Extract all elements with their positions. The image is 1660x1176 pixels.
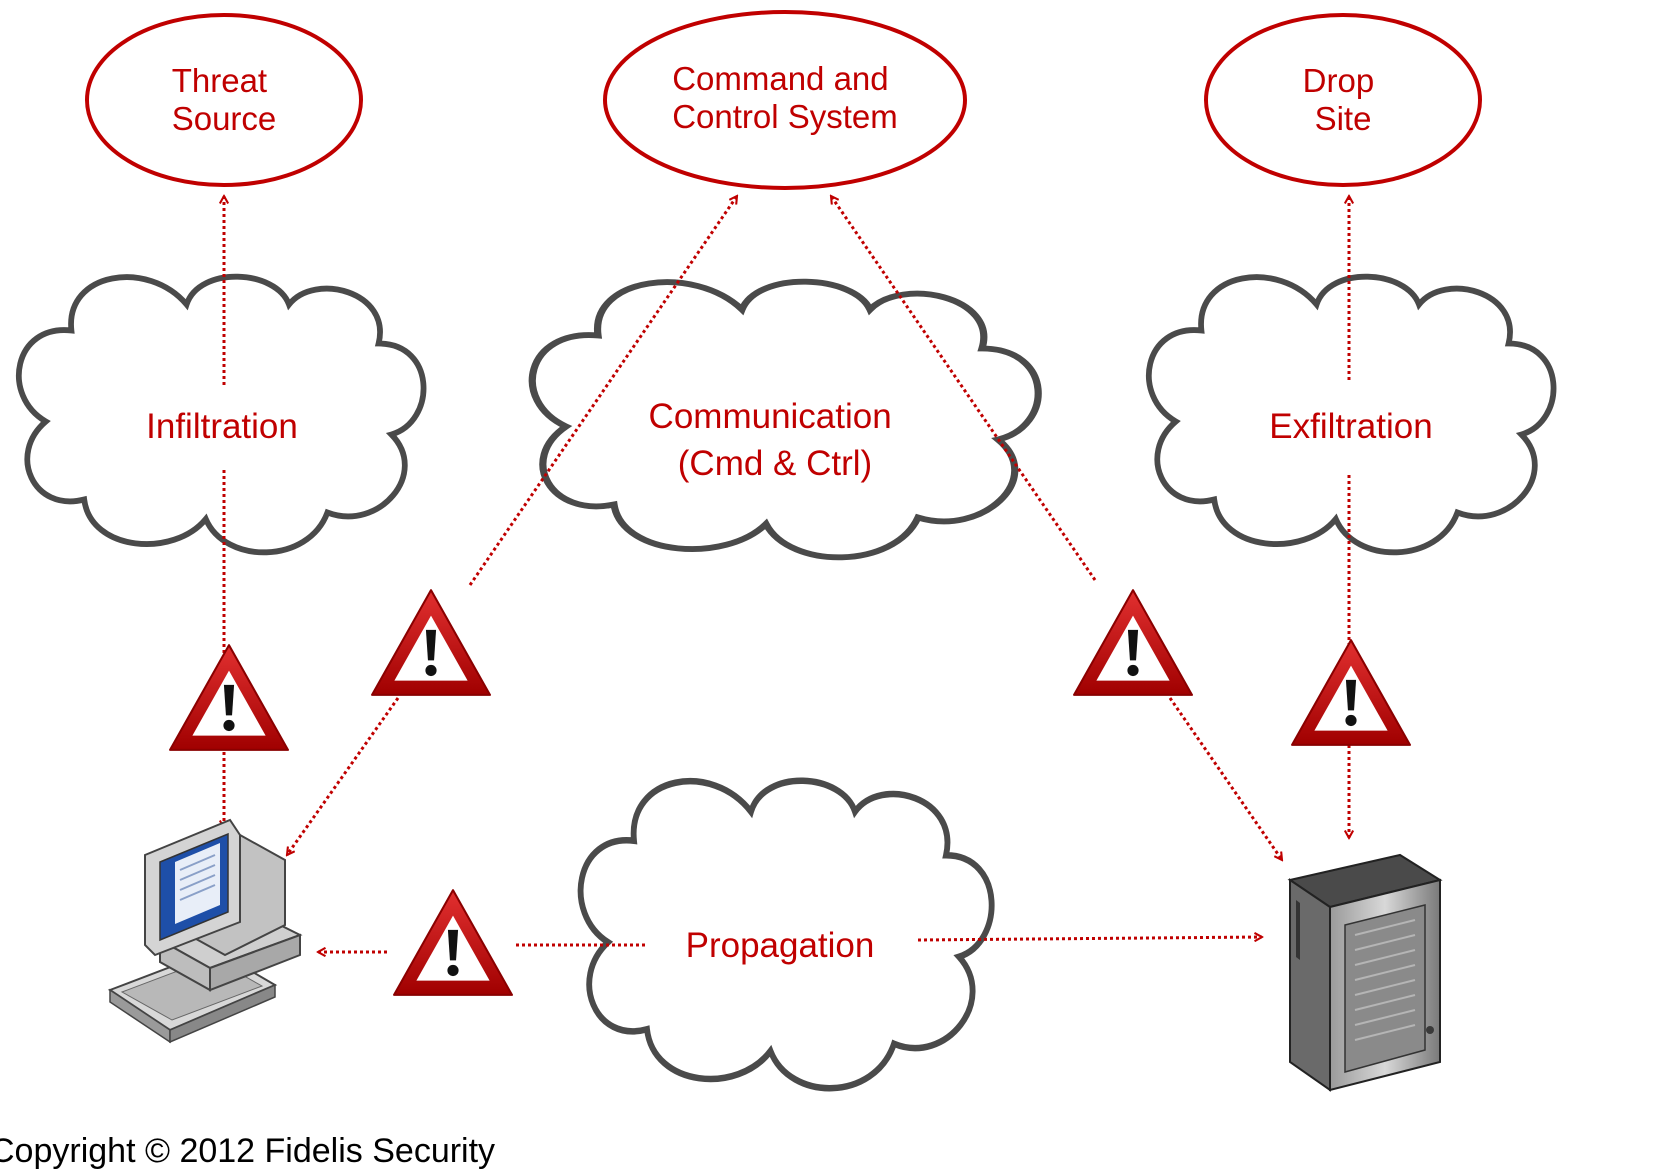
threat-source-line-1: Threat [172,62,267,99]
command-control-node: Command and Control System [603,10,967,190]
warning-triangle-icon [1291,639,1411,746]
warning-triangle-icon [371,589,491,696]
warning-triangle-icon [1073,589,1193,696]
propagation-text: Propagation [686,926,875,965]
command-control-line-1: Command and [672,60,888,97]
communication-label: Communication (Cmd & Ctrl) [649,397,902,483]
threat-source-label: Threat Source [172,62,277,137]
drop-site-line-2: Site [1315,100,1372,137]
command-control-line-2: Control System [672,98,898,135]
threat-source-node: Threat Source [85,13,363,187]
infiltration-label: Infiltration [146,407,298,446]
communication-arrow-to-workstation [287,697,400,855]
exfiltration-text: Exfiltration [1269,407,1432,446]
threat-source-line-2: Source [172,100,277,137]
drop-site-label: Drop Site [1303,62,1384,137]
desktop-computer-icon [107,818,303,1044]
server-arrow-from-cc [1168,697,1284,860]
server-tower-icon [1287,853,1443,1092]
communication-line-1: Communication [649,397,892,436]
propagation-label: Propagation [686,926,875,965]
infiltration-text: Infiltration [146,407,298,446]
exfiltration-label: Exfiltration [1269,407,1432,446]
warning-triangle-icon [393,889,513,996]
command-control-label: Command and Control System [672,60,898,135]
warning-triangle-icon [169,644,289,751]
communication-arrow-to-cc [468,196,739,586]
drop-site-line-1: Drop [1303,62,1375,99]
copyright-text: Copyright © 2012 Fidelis Security [0,1132,495,1170]
drop-site-node: Drop Site [1204,13,1482,187]
communication-line-2: (Cmd & Ctrl) [678,444,872,483]
